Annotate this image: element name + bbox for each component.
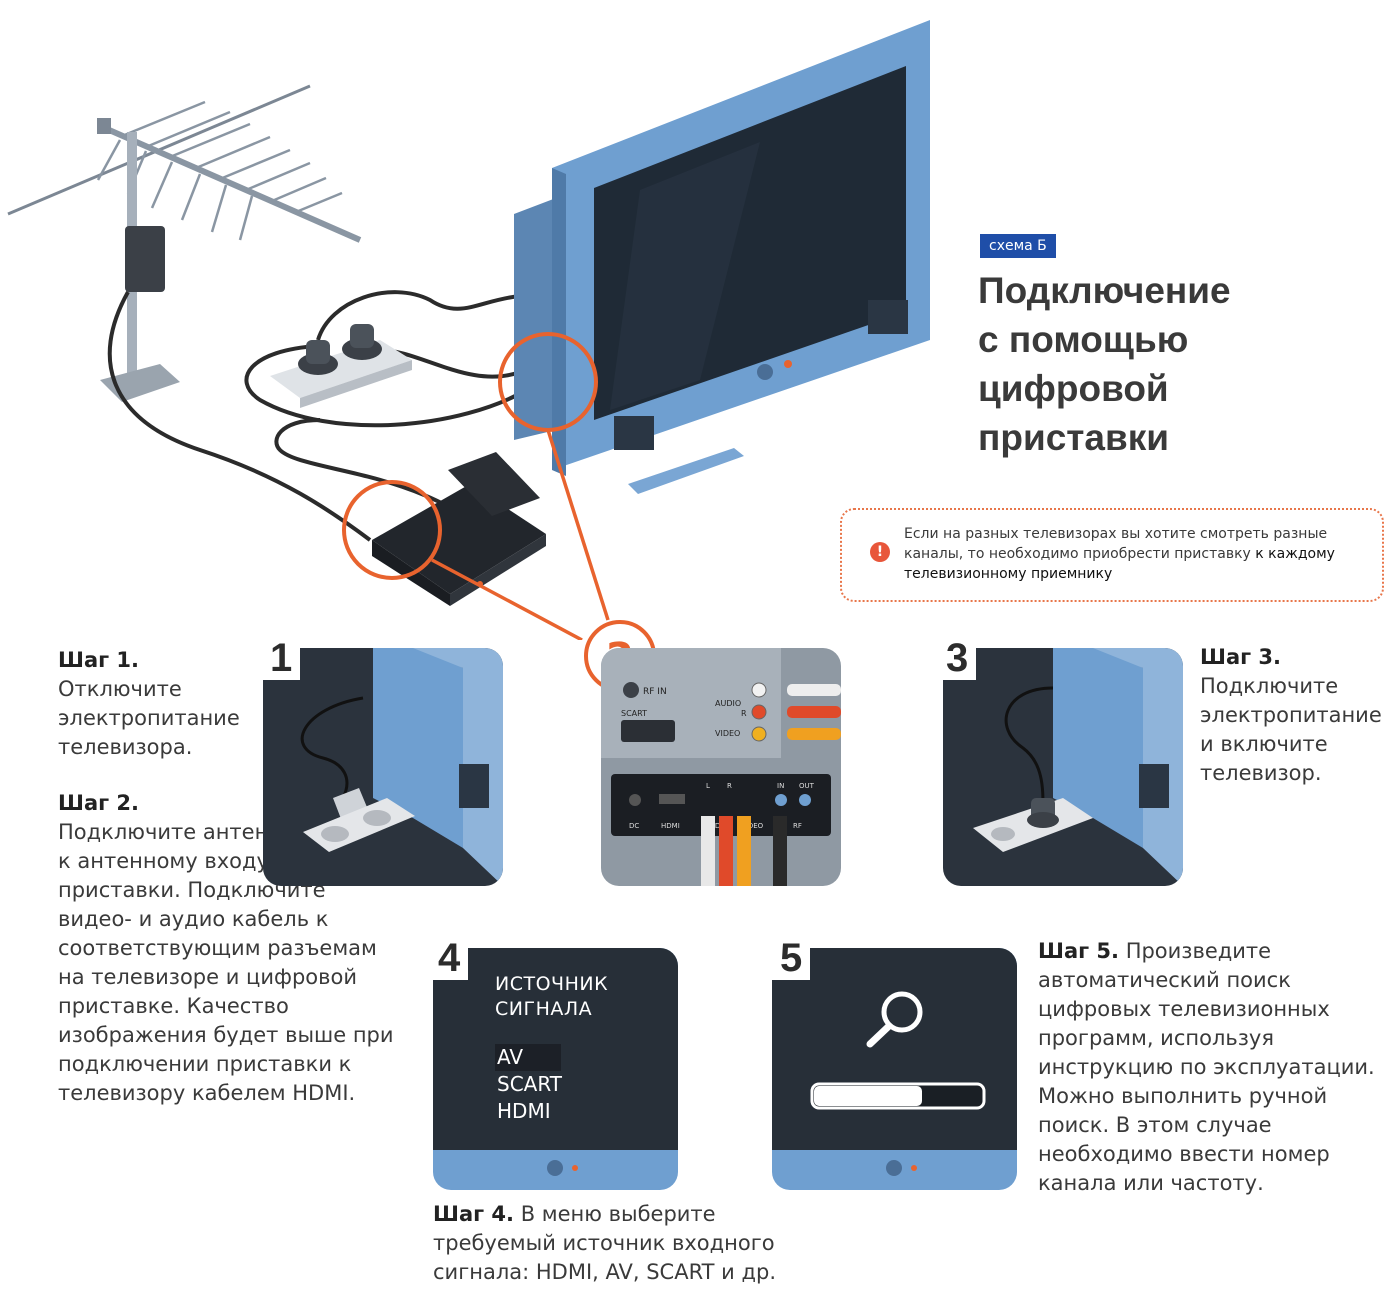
callout-circle-box bbox=[342, 480, 442, 580]
title-line: с помощью bbox=[978, 319, 1189, 360]
tv-r-label: R bbox=[741, 709, 747, 718]
box-in-label: IN bbox=[777, 782, 784, 790]
progress-bar-fill bbox=[814, 1086, 922, 1106]
tv-audio-label: AUDIO bbox=[715, 699, 741, 708]
power-strip bbox=[270, 324, 412, 408]
box-audio-label: AUDIO bbox=[705, 822, 728, 830]
panel-number-1: 1 bbox=[262, 636, 301, 680]
note-text: Если на разных телевизорах вы хотите смо… bbox=[904, 526, 1335, 582]
cables bbox=[107, 290, 532, 542]
scheme-badge: схема Б bbox=[980, 234, 1056, 258]
step-3: Шаг 3. Подключите электропитание и включ… bbox=[1200, 643, 1395, 788]
panel-step-1 bbox=[263, 648, 503, 886]
tv-rf-in-label: RF IN bbox=[643, 687, 667, 697]
tv-scart-label: SCART bbox=[621, 709, 647, 718]
box-l-label: L bbox=[706, 782, 710, 790]
step-label: Шаг 1. bbox=[58, 648, 139, 672]
panel-number-3: 3 bbox=[938, 636, 977, 680]
box-r-label: R bbox=[727, 782, 732, 790]
set-top-box bbox=[372, 452, 546, 606]
note-text-bold: к каждому телевизионному приемнику bbox=[904, 546, 1335, 582]
panel-number-4: 4 bbox=[430, 936, 469, 980]
main-illustration bbox=[7, 20, 930, 640]
step-5: Шаг 5. Произведите автоматический поиск … bbox=[1038, 937, 1388, 1198]
step-2: Шаг 2. Подключите антенный кабель к анте… bbox=[58, 789, 398, 1108]
panel-step-2: RF IN SCART AUDIO R VIDEO DC HDMI L R AU… bbox=[601, 648, 841, 886]
unplug-illustration bbox=[263, 648, 503, 886]
step-label: Шаг 3. bbox=[1200, 645, 1281, 669]
step-label: Шаг 5. bbox=[1038, 939, 1119, 963]
step-text: Подключите электропитание и включите тел… bbox=[1200, 674, 1382, 785]
tv-main bbox=[514, 20, 930, 494]
menu-item-hdmi[interactable]: HDMI bbox=[497, 1099, 551, 1123]
page-title: Подключение с помощью цифровой приставки bbox=[978, 266, 1378, 462]
title-line: приставки bbox=[978, 417, 1169, 458]
step-text: В меню выберите требуемый источник входн… bbox=[433, 1202, 777, 1284]
exclamation-icon: ! bbox=[870, 542, 890, 562]
panel-step-5 bbox=[772, 948, 1017, 1190]
tv-video-label: VIDEO bbox=[715, 729, 740, 738]
menu-title: ИСТОЧНИК СИГНАЛА bbox=[495, 973, 609, 1020]
panel-step-3 bbox=[943, 648, 1183, 886]
step-text: Отключите электропитание телевизора. bbox=[58, 677, 240, 759]
plug-in-illustration bbox=[943, 648, 1183, 886]
info-note: ! Если на разных телевизорах вы хотите с… bbox=[840, 508, 1384, 602]
box-rf-label: RF bbox=[793, 822, 802, 830]
title-line: цифровой bbox=[978, 368, 1169, 409]
panel-number-5: 5 bbox=[772, 936, 811, 980]
step-4: Шаг 4. В меню выберите требуемый источни… bbox=[433, 1200, 793, 1287]
step-1: Шаг 1. Отключите электропитание телевизо… bbox=[58, 646, 258, 762]
search-icon bbox=[866, 991, 923, 1048]
box-video-label: VIDEO bbox=[741, 822, 764, 830]
menu-item-scart[interactable]: SCART bbox=[497, 1072, 562, 1096]
panel-step-4 bbox=[433, 948, 678, 1190]
box-out-label: OUT bbox=[799, 782, 815, 790]
step-label: Шаг 2. bbox=[58, 791, 139, 815]
title-line: Подключение bbox=[978, 270, 1231, 311]
step-label: Шаг 4. bbox=[433, 1202, 514, 1226]
tv-screen-search bbox=[772, 948, 1017, 1190]
menu-item-av[interactable]: AV bbox=[495, 1044, 561, 1071]
connectors-illustration: RF IN SCART AUDIO R VIDEO DC HDMI L R AU… bbox=[601, 648, 841, 886]
tv-screen-menu bbox=[433, 948, 678, 1190]
step-text: Подключите антенный кабель к антенному в… bbox=[58, 820, 397, 1105]
step-text: Произведите автоматический поиск цифровы… bbox=[1038, 939, 1375, 1195]
box-dc-label: DC bbox=[629, 822, 639, 830]
source-menu: ИСТОЧНИК СИГНАЛА AV SCART HDMI bbox=[495, 972, 655, 1125]
antenna bbox=[7, 84, 362, 402]
box-hdmi-label: HDMI bbox=[661, 822, 680, 830]
